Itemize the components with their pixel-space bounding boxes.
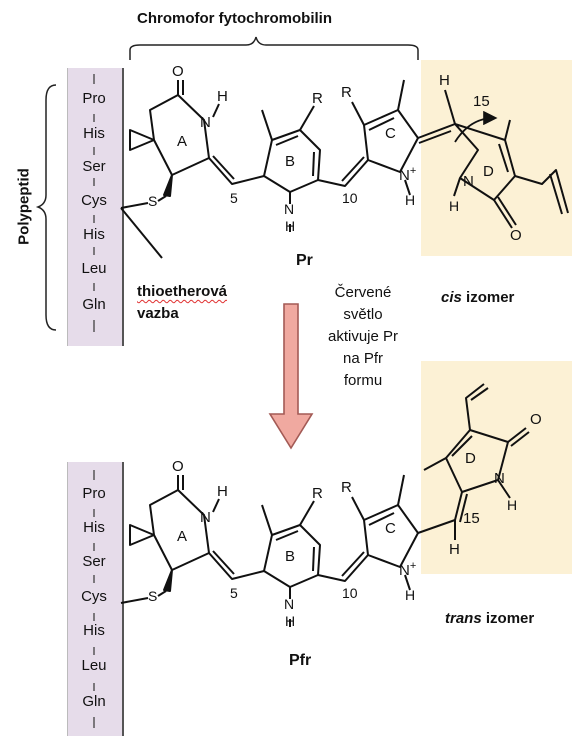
- pfr-hydrogen-d: H: [507, 497, 518, 513]
- pr-oxygen-a: O: [172, 63, 184, 80]
- pr-nitrogen-a: N: [200, 114, 211, 131]
- pr-hydrogen-a: H: [217, 88, 228, 105]
- pfr-nitrogen-d: N: [494, 470, 505, 487]
- pr-ring-b-label: B: [285, 153, 296, 170]
- pfr-hydrogen-c: H: [405, 587, 416, 603]
- caption-line-1: Červené: [334, 284, 392, 301]
- polypeptide-brace: [35, 84, 57, 331]
- peptide-residue-bottom-5: His: [83, 622, 105, 639]
- thioether-bond-label-2: vazba: [137, 305, 179, 322]
- pfr-ring-c-label: C: [385, 520, 396, 537]
- polypeptide-label: Polypeptid: [15, 168, 33, 245]
- pfr-substituent-b: R: [312, 485, 323, 502]
- pfr-locant-15: 15: [463, 510, 480, 527]
- pr-locant-10: 10: [342, 190, 358, 206]
- cis-isomer-label: cis izomer: [441, 289, 514, 306]
- pfr-locant-5: 5: [230, 585, 238, 601]
- trans-prefix: trans: [445, 610, 482, 627]
- pfr-plus: +: [409, 560, 417, 572]
- form-pfr-label: Pfr: [289, 652, 312, 669]
- peptide-residue-top-1: Pro: [82, 90, 106, 107]
- peptide-residue-bottom-2: His: [83, 519, 105, 536]
- trans-word: izomer: [485, 610, 535, 627]
- peptide-bar-bottom: [67, 462, 124, 736]
- caption-line-5: formu: [343, 372, 383, 389]
- pr-substituent-c: R: [341, 84, 352, 101]
- pfr-hydrogen-15: H: [449, 541, 460, 558]
- caption-line-2: světlo: [343, 306, 383, 323]
- pr-substituent-b: R: [312, 90, 323, 107]
- peptide-residue-top-5: His: [83, 226, 105, 243]
- pr-ring-d-label: D: [483, 163, 494, 180]
- pr-plus: +: [409, 165, 417, 177]
- peptide-residue-top-2: His: [83, 125, 105, 142]
- pfr-nitrogen-c: N+: [399, 560, 417, 579]
- pfr-locant-10: 10: [342, 585, 358, 601]
- pfr-substituent-c: R: [341, 479, 352, 496]
- pr-sulfur: S: [148, 193, 158, 209]
- chromophore-title: Chromofor fytochromobilin: [137, 10, 332, 27]
- peptide-residue-bottom-7: Gln: [82, 693, 106, 710]
- cis-word: izomer: [466, 289, 515, 306]
- pr-hydrogen-c: H: [405, 192, 416, 208]
- pr-hydrogen-b: H: [285, 218, 296, 234]
- pr-nitrogen-d: N: [463, 173, 474, 190]
- pfr-nitrogen-b: N: [284, 596, 295, 612]
- caption-line-3: aktivuje Pr: [327, 328, 399, 345]
- pfr-ring-a-label: A: [177, 528, 188, 545]
- molecule-pr: [120, 79, 569, 259]
- conversion-arrow: [268, 303, 314, 450]
- molecule-pfr: [120, 383, 530, 627]
- pr-oxygen-d: O: [510, 227, 522, 244]
- pfr-sulfur: S: [148, 588, 158, 604]
- pfr-oxygen-a: O: [172, 458, 184, 475]
- pr-locant-5: 5: [230, 190, 238, 206]
- peptide-residue-top-7: Gln: [82, 296, 106, 313]
- form-pr-label: Pr: [296, 252, 313, 269]
- trans-isomer-label: trans izomer: [445, 610, 534, 627]
- peptide-residue-bottom-3: Ser: [82, 553, 106, 570]
- pr-ring-c-label: C: [385, 125, 396, 142]
- peptide-residue-bottom-1: Pro: [82, 485, 106, 502]
- pfr-hydrogen-a: H: [217, 483, 228, 500]
- peptide-residue-top-6: Leu: [81, 260, 107, 277]
- pr-ring-a-label: A: [177, 133, 188, 150]
- chromophore-brace: [129, 36, 419, 60]
- pr-nitrogen-b: N: [284, 201, 295, 217]
- pr-locant-15: 15: [473, 93, 490, 110]
- rotation-arrow: [454, 110, 498, 143]
- light-caption: Červené světlo aktivuje Pr na Pfr formu: [318, 282, 408, 392]
- thioether-bond-label: thioetherová: [137, 283, 228, 300]
- pr-hydrogen-d: H: [449, 198, 460, 214]
- cis-prefix: cis: [441, 289, 462, 306]
- peptide-residue-top-4: Cys: [81, 192, 107, 209]
- pr-nitrogen-c: N+: [399, 165, 417, 184]
- peptide-residue-bottom-4: Cys: [81, 588, 107, 605]
- pfr-nitrogen-a: N: [200, 509, 211, 526]
- peptide-residue-bottom-6: Leu: [81, 657, 107, 674]
- pfr-ring-d-label: D: [465, 450, 476, 467]
- pfr-oxygen-d: O: [530, 411, 542, 428]
- pfr-hydrogen-b: H: [285, 613, 296, 629]
- pfr-ring-b-label: B: [285, 548, 296, 565]
- pr-hydrogen-15: H: [439, 72, 450, 89]
- caption-line-4: na Pfr: [342, 350, 384, 367]
- ring-d-highlight-bottom: [421, 361, 572, 574]
- peptide-bar-top: [67, 68, 124, 346]
- peptide-residue-top-3: Ser: [82, 158, 106, 175]
